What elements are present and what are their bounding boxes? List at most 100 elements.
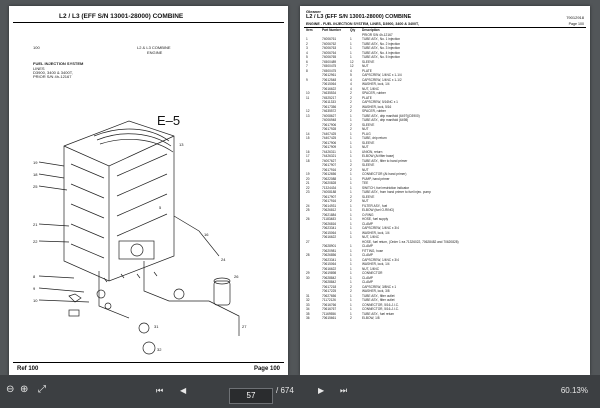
cell-qty: 2 bbox=[350, 316, 352, 320]
cell-item: 10 bbox=[306, 91, 310, 95]
zoom-out-icon[interactable]: ⊖ bbox=[6, 384, 15, 395]
subtitle: ENGINE - FUEL INJECTION SYSTEM, LINES, D… bbox=[306, 22, 419, 26]
cell-part-number: 70614931 bbox=[322, 203, 337, 208]
cell-part-number: 70620828 bbox=[322, 181, 337, 185]
cell-part-number: 70626856 bbox=[322, 253, 337, 257]
cell-part-number: 74500489 bbox=[322, 59, 337, 64]
cell-part-number: 70617907 bbox=[322, 163, 337, 167]
cell-item: 3 bbox=[306, 46, 308, 50]
cell-qty: 1 bbox=[350, 176, 352, 181]
cell-qty: 4 bbox=[350, 86, 352, 91]
cell-part-number: 70620981 bbox=[322, 248, 337, 253]
cell-qty: 1 bbox=[350, 275, 352, 280]
cell-part-number: 74500475 bbox=[322, 68, 337, 73]
cell-qty: 1 bbox=[350, 185, 352, 190]
next-page-icon[interactable]: ▶ bbox=[318, 386, 325, 395]
cell-description: TUBE, drip return bbox=[362, 136, 387, 140]
cell-description: TUBE ASY., No. 5 injection bbox=[362, 55, 401, 59]
cell-part-number: 71183483 bbox=[322, 217, 336, 221]
cell-description: TUBE ASY., No. 3 injection bbox=[362, 46, 401, 50]
cell-item: 23 bbox=[306, 190, 310, 194]
cell-part-number: 71324434 bbox=[322, 185, 337, 190]
cell-description: SLEEVE bbox=[362, 59, 375, 64]
cell-part-number: 70616622 bbox=[322, 86, 337, 91]
cell-item: 28 bbox=[306, 253, 310, 257]
cell-item: 31 bbox=[306, 293, 310, 298]
cell-description: NUT bbox=[362, 145, 369, 149]
cell-part-number: 70623341 bbox=[322, 226, 337, 230]
cell-description: SLEEVE bbox=[362, 163, 375, 167]
cell-part-number: 70628901 bbox=[322, 244, 337, 248]
cell-qty: 1 bbox=[350, 181, 352, 185]
cell-qty: 2 bbox=[350, 289, 352, 293]
fit-page-icon[interactable]: ⤢ bbox=[38, 384, 46, 395]
divider bbox=[13, 22, 284, 23]
cell-qty: 1 bbox=[350, 158, 352, 163]
cell-item: 9 bbox=[306, 77, 308, 82]
cell-qty: 2 bbox=[350, 163, 352, 167]
cell-description: NUT bbox=[362, 64, 369, 68]
cell-description: NUT bbox=[362, 199, 369, 203]
cell-description: CLAMP bbox=[362, 253, 373, 257]
cell-qty: 2 bbox=[350, 95, 352, 100]
zoom-in-icon[interactable]: ⊕ bbox=[20, 384, 29, 395]
cell-part-number: 70617907 bbox=[322, 194, 337, 199]
cell-description: TUBE ASY., drip manifold (6498) bbox=[362, 118, 409, 122]
cell-part-number: 70616622 bbox=[322, 235, 337, 239]
cell-part-number: 70617356 bbox=[322, 104, 337, 109]
page-number-input[interactable]: 57 bbox=[229, 388, 273, 404]
cell-part-number: 74407425 bbox=[322, 136, 337, 140]
footer-page: Page 100 bbox=[253, 366, 280, 372]
cell-description: TEE bbox=[362, 181, 369, 185]
cell-item: 7 bbox=[306, 64, 308, 68]
svg-text:5: 5 bbox=[159, 205, 162, 210]
cell-description: CAPSCREW, 1/4NC x 1-1/2 bbox=[362, 77, 402, 82]
cell-description: SWITCH, fuel restriction indicator bbox=[362, 185, 410, 190]
cell-description: CLAMP bbox=[362, 221, 373, 226]
cell-part-number: 70619898 bbox=[322, 271, 337, 275]
col-description: Description bbox=[362, 28, 380, 32]
cell-qty: 1 bbox=[350, 298, 352, 302]
last-page-icon[interactable]: ⏭ bbox=[340, 386, 348, 395]
cell-qty: 1 bbox=[350, 262, 352, 266]
cell-item: 24 bbox=[306, 203, 310, 208]
cell-item: 26 bbox=[306, 217, 310, 221]
cell-part-number: 74635572 bbox=[322, 109, 337, 113]
cell-item: 34 bbox=[306, 307, 310, 311]
cell-part-number: 70617906 bbox=[322, 140, 337, 145]
cell-part-number: 70626816 bbox=[322, 221, 337, 226]
header-divider bbox=[304, 27, 586, 28]
previous-page-icon[interactable]: ◀ bbox=[180, 386, 187, 395]
cell-qty: 2 bbox=[350, 91, 352, 95]
cell-qty: 1 bbox=[350, 154, 352, 158]
brand: Gleaner bbox=[306, 9, 321, 14]
cell-part-number: 70628842 bbox=[322, 275, 337, 280]
cell-qty: 1 bbox=[350, 235, 352, 239]
cell-qty: 1 bbox=[350, 131, 352, 136]
cell-description: PLATE bbox=[362, 95, 372, 100]
first-page-icon[interactable]: ⏮ bbox=[156, 386, 164, 395]
cell-description: TUBE ASY., from hand primer to fuel inje… bbox=[362, 190, 431, 194]
cell-qty: 2 bbox=[350, 199, 352, 203]
cell-description: FILTER ASY., fuel bbox=[362, 203, 388, 208]
cell-description: SPACER, rubber bbox=[362, 109, 386, 113]
svg-text:25: 25 bbox=[33, 184, 38, 189]
cell-description: CLAMP bbox=[362, 244, 373, 248]
cell-description: CAPSCREW, 5/16NC x 1 bbox=[362, 100, 398, 104]
cell-item: 1 bbox=[306, 37, 308, 41]
catalog-code: 79012918 bbox=[566, 15, 584, 20]
left-page-title: L2 / L3 (EFF S/N 13001-28000) COMBINE bbox=[59, 13, 184, 20]
